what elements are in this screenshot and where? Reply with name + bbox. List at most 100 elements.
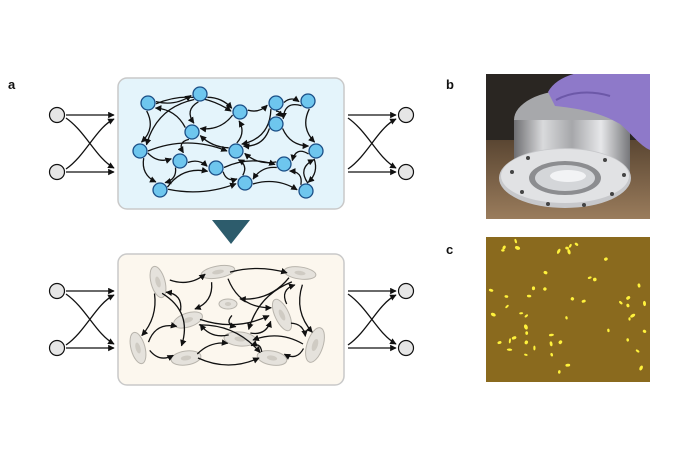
cell-icon [173,311,203,329]
network-edge [142,157,157,183]
fluorescent-cell [550,352,554,357]
fluorescent-cell [626,296,631,300]
panel-label-b: b [446,77,454,92]
network-edge [149,349,174,361]
network-edge [166,166,209,188]
network-node [308,143,324,159]
cell-icon [200,264,236,280]
network-edge [141,293,156,337]
fluorescent-cell [504,295,509,298]
top-network-diagram [117,77,345,210]
top-output-arrows [347,111,397,176]
fluorescent-cell [497,341,502,345]
top-network-nodes [132,86,324,199]
network-node [228,143,244,159]
network-edge [289,168,302,185]
top-input-group [48,106,115,181]
fluorescent-cell [531,286,536,291]
fluorescent-cell [511,336,517,340]
fluorescent-cell [506,348,513,351]
network-node [172,153,188,169]
panel-label-c: c [446,242,453,257]
fluorescent-cell [501,249,505,252]
network-edge [141,110,151,143]
fluorescent-cell [505,304,509,309]
network-node [152,182,168,198]
top-input-arrows [65,111,115,176]
network-edge [147,152,172,164]
fluorescent-cell [519,312,524,315]
fluorescent-cell [524,314,528,318]
network-edge [247,104,268,112]
network-edge [252,334,304,345]
fluorescent-cell [635,349,640,353]
fluorescent-cell [514,238,517,244]
io-node-icon [48,106,66,124]
fluorescent-cell [557,370,561,374]
network-edge [154,105,186,128]
io-node-icon [397,163,415,181]
network-edge [290,150,309,162]
network-node [237,175,253,191]
io-node-icon [48,163,66,181]
network-edge [161,292,187,347]
fluorescent-cell [502,245,506,250]
network-edge [283,348,305,360]
network-edge [167,182,237,193]
network-edge [303,159,315,184]
network-edge [228,314,237,329]
fluorescent-cell [639,365,643,371]
fluorescent-cell [543,287,547,291]
network-edge [144,98,195,146]
fluorescent-cell [525,331,529,335]
network-edge [250,320,272,335]
fluorescent-cell [642,329,647,333]
network-node [300,93,316,109]
cell-icon [129,331,147,365]
fluorescent-cell [565,363,571,367]
bottom-output-group [347,282,415,357]
network-edge [252,180,298,191]
network-node [140,95,156,111]
io-node-icon [397,282,415,300]
network-edge [199,114,234,133]
io-node-icon [397,106,415,124]
network-edge [229,267,288,275]
network-edge [165,289,182,311]
network-edge [197,357,260,366]
cell-icon [256,350,288,366]
fluorescent-cell [488,288,494,292]
network-edge [177,138,190,154]
network-edge [307,158,317,183]
network-edge [222,171,238,184]
fluorescent-cell [514,245,521,250]
network-node [298,183,314,199]
network-edge [223,159,276,169]
bottom-network-diagram [117,253,345,386]
network-edge [283,95,300,103]
network-edge [187,101,199,124]
fluorescent-cell [587,276,592,279]
fluorescent-cell [626,338,630,342]
network-edge [252,166,277,180]
network-edge [187,159,208,167]
microscopy-cells [488,238,647,374]
fluorescent-cell [619,301,623,305]
fluorescent-cell [574,242,579,246]
network-node [208,160,224,176]
io-node-icon [48,282,66,300]
bottom-network-box [117,253,345,386]
fluorescent-cell [637,283,641,288]
down-triangle-icon [212,220,250,244]
network-edge [196,339,229,355]
fluorescent-cell [556,248,561,254]
bottom-output-arrows [347,287,397,352]
cell-icon [218,298,238,310]
fluorescent-cell [549,341,553,347]
network-edge [299,284,313,333]
network-edge [305,108,316,143]
network-edge [164,167,177,185]
fluorescent-cell [592,277,597,282]
network-edge [282,128,310,150]
fluorescent-cell [581,299,586,303]
